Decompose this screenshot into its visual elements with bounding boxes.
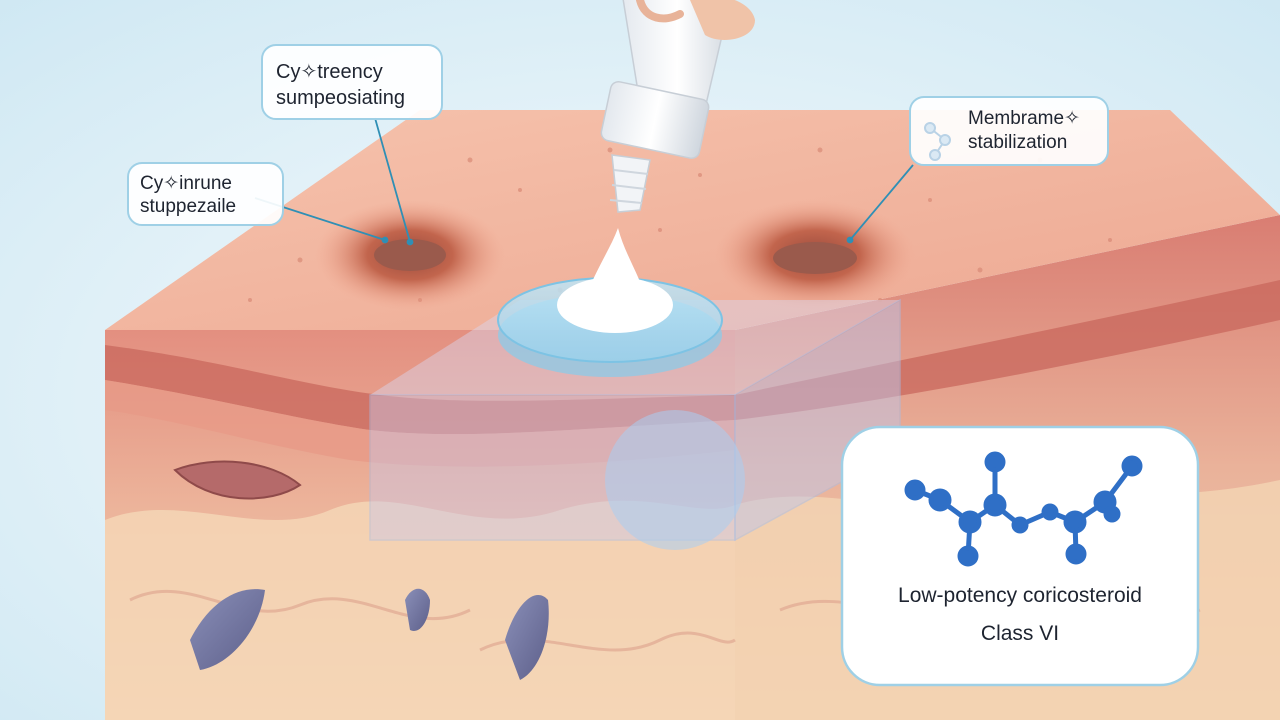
molecule-card: Low-potency coricosteroid Class VI bbox=[840, 425, 1200, 687]
tube-shoulder bbox=[600, 80, 710, 160]
finger-edge bbox=[636, 0, 684, 23]
cream-dollop bbox=[557, 277, 673, 333]
molecule-card-subtitle: Class VI bbox=[981, 622, 1059, 645]
callout-text-line1: Cy✧treency bbox=[276, 61, 383, 83]
epidermis-layer bbox=[105, 345, 735, 435]
callout-top-right: Membrame✧ stabilization bbox=[909, 96, 1109, 166]
vein-cross-section bbox=[405, 588, 430, 631]
leader-dot bbox=[406, 238, 414, 246]
callout-text-line1: Membrame✧ bbox=[968, 108, 1080, 129]
callout-left: Cy✧inrune stuppezaile bbox=[127, 162, 284, 226]
vein-cross-section bbox=[190, 589, 265, 670]
callout-top-left: Cy✧treency sumpeosiating bbox=[261, 44, 443, 120]
blood-vessel bbox=[173, 460, 302, 500]
callout-text-line1: Cy✧inrune bbox=[140, 173, 232, 194]
leader-dot bbox=[846, 236, 854, 244]
epidermis-lower-layer bbox=[105, 380, 735, 467]
molecule-card-title: Low-potency coricosteroid bbox=[898, 584, 1142, 607]
leader-line-top-left bbox=[374, 117, 411, 243]
fingertip bbox=[690, 0, 755, 40]
molecule-structure-icon bbox=[904, 451, 1143, 567]
callout-box bbox=[261, 44, 443, 120]
callout-text-line2: stuppezaile bbox=[140, 196, 236, 217]
lesion-core-right bbox=[773, 242, 857, 274]
callout-text-line2: sumpeosiating bbox=[276, 87, 405, 109]
nozzle-ridges bbox=[609, 169, 649, 204]
absorption-highlight bbox=[605, 410, 745, 550]
callout-box bbox=[909, 96, 1109, 166]
cream-peak bbox=[585, 228, 646, 300]
leader-line-right bbox=[849, 164, 914, 241]
tube-nozzle bbox=[611, 154, 651, 213]
molecule-icon bbox=[924, 122, 951, 161]
vein-cross-section bbox=[505, 594, 549, 680]
callout-text-line2: stabilization bbox=[968, 132, 1067, 153]
lesion-core-left bbox=[374, 239, 446, 271]
molecule-card-box bbox=[840, 425, 1200, 687]
callout-box bbox=[127, 162, 284, 226]
leader-dot bbox=[381, 236, 389, 244]
cream-tube bbox=[600, 0, 755, 213]
